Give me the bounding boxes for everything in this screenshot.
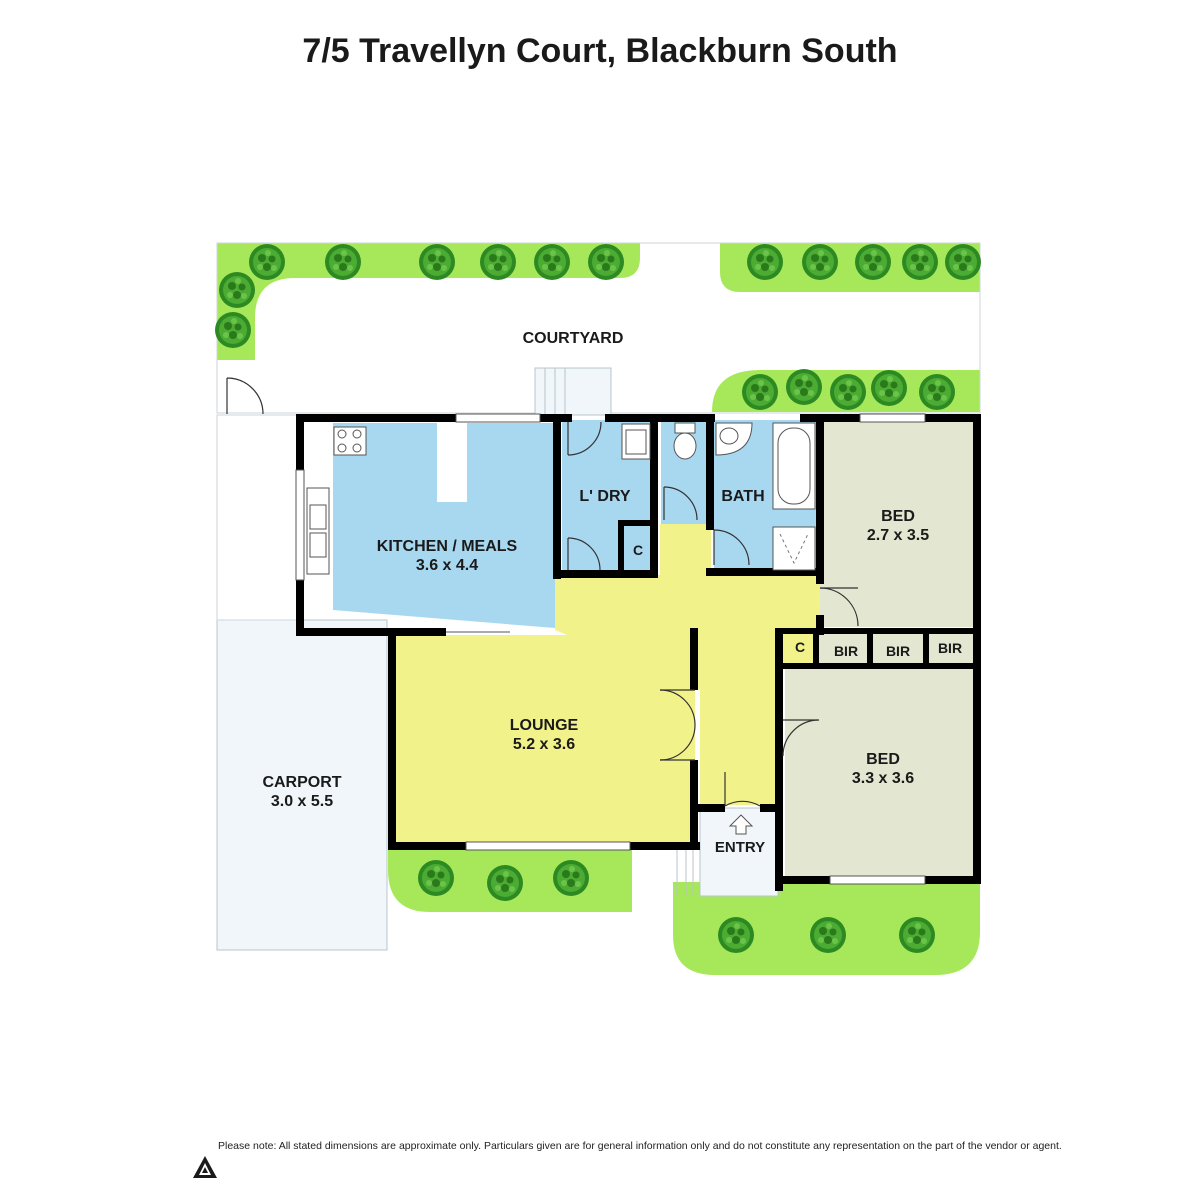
bir-floor bbox=[817, 633, 973, 666]
carport-label: CARPORT bbox=[262, 774, 341, 791]
carport-area bbox=[216, 619, 388, 951]
bed2-dims: 3.3 x 3.6 bbox=[852, 770, 914, 787]
toilet-icon bbox=[673, 422, 697, 460]
disclaimer: Please note: All stated dimensions are a… bbox=[218, 1140, 1062, 1152]
laundry-tub-icon bbox=[621, 423, 651, 460]
rear-step bbox=[534, 367, 612, 416]
cupboard-label: C bbox=[633, 542, 643, 558]
bed1-dims: 2.7 x 3.5 bbox=[867, 527, 929, 544]
bed2-label: BED bbox=[866, 751, 900, 768]
plan-title: 7/5 Travellyn Court, Blackburn South bbox=[302, 32, 898, 70]
bath-label: BATH bbox=[721, 488, 764, 505]
carport-dims: 3.0 x 5.5 bbox=[271, 793, 333, 810]
kitchen-dims: 3.6 x 4.4 bbox=[416, 557, 478, 574]
bir2-label: BIR bbox=[886, 643, 910, 659]
bathtub-icon bbox=[772, 422, 816, 510]
sink-icon bbox=[306, 487, 330, 575]
lounge-dims: 5.2 x 3.6 bbox=[513, 736, 575, 753]
cupboard2-label: C bbox=[795, 639, 805, 655]
entry-porch bbox=[699, 807, 779, 897]
laundry-label: L' DRY bbox=[579, 488, 631, 505]
entry-arrow-icon bbox=[728, 814, 754, 835]
basin-icon bbox=[715, 422, 753, 456]
lounge-floor bbox=[395, 635, 695, 842]
courtyard-label: COURTYARD bbox=[523, 330, 624, 347]
hall-floor bbox=[555, 524, 820, 805]
bir1-label: BIR bbox=[834, 643, 858, 659]
lounge-label: LOUNGE bbox=[510, 717, 579, 734]
hall-cupboard-floor bbox=[781, 633, 815, 665]
bed2-floor bbox=[785, 668, 973, 876]
garden-top-left bbox=[217, 243, 640, 360]
shower-icon bbox=[772, 526, 816, 571]
kitchen-label: KITCHEN / MEALS bbox=[377, 538, 518, 555]
cooktop-icon bbox=[333, 426, 367, 456]
bir3-label: BIR bbox=[938, 640, 962, 656]
bed1-label: BED bbox=[881, 508, 915, 525]
logo-icon bbox=[193, 1156, 217, 1178]
bed1-floor bbox=[820, 420, 973, 627]
side-path bbox=[216, 414, 300, 621]
kitchen-floor bbox=[333, 423, 555, 628]
entry-label: ENTRY bbox=[715, 839, 765, 856]
